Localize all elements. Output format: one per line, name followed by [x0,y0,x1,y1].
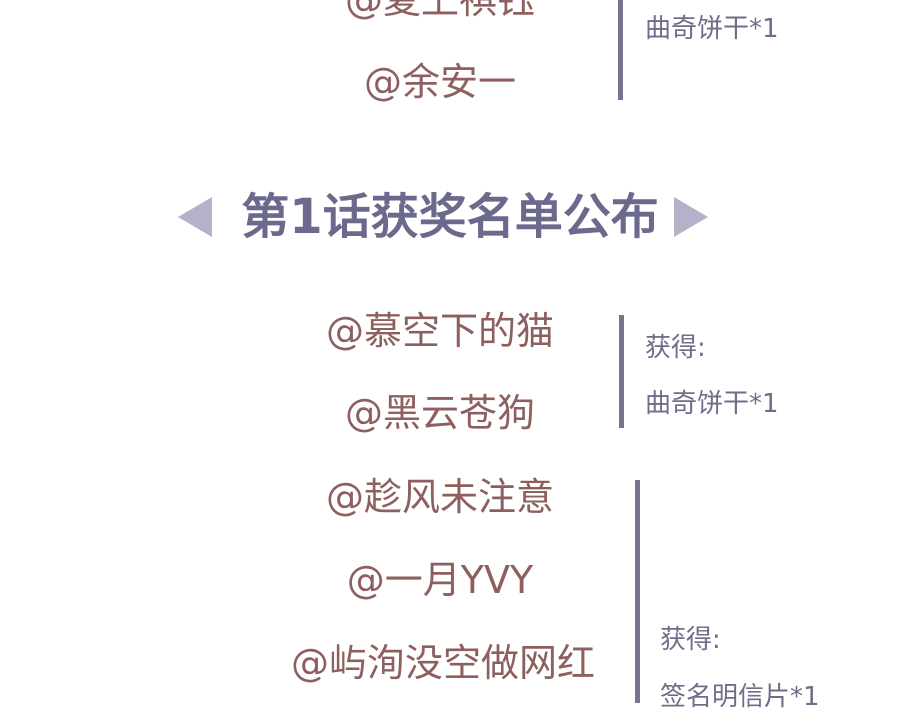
winner-name: @一月YVY [346,558,534,602]
section-title: 第1话获奖名单公布 [241,189,659,245]
gift-text: 曲奇饼干*1 [645,389,779,419]
divider-bar [619,315,624,428]
winner-name: @夏上祺钰 [344,0,535,22]
winner-name: @屿洵没空做网红 [290,641,595,685]
gift-text: 签名明信片*1 [660,682,820,712]
arrow-left-icon [178,197,212,237]
gift-text: 曲奇饼干*1 [645,14,779,44]
winner-name: @慕空下的猫 [325,309,554,353]
gift-label: 获得: [660,625,721,655]
divider-bar [618,0,623,100]
winner-name: @余安一 [363,60,516,104]
winner-name: @黑云苍狗 [344,391,535,435]
winner-name: @趁风未注意 [325,475,554,519]
divider-bar [635,480,640,703]
gift-label: 获得: [645,333,706,363]
arrow-right-icon [674,197,708,237]
